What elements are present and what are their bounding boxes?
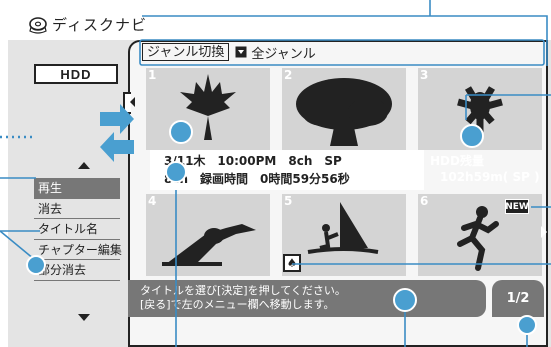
menu-scroll-down-arrow[interactable] <box>78 314 90 321</box>
thumbnail-number: 3 <box>420 68 429 82</box>
title-thumbnail[interactable]: 3 <box>418 68 542 150</box>
title-thumbnail[interactable]: 1 <box>146 68 270 150</box>
status-message: タイトルを選び[決定]を押してください。 [戻る]で左のメニュー欄へ移動します。 <box>128 280 486 317</box>
grid-right-arrow-icon[interactable] <box>541 226 547 238</box>
status-line-1: タイトルを選び[決定]を押してください。 <box>140 284 346 297</box>
grid-left-arrow-icon[interactable] <box>130 97 135 107</box>
tree-image <box>296 78 392 146</box>
menu-item-title-name[interactable]: タイトル名 <box>34 219 120 240</box>
source-hdd-badge: HDD <box>34 64 118 84</box>
windsurfer-image <box>307 202 379 254</box>
selected-title-duration: 8ch 録画時間 0時間59分56秒 <box>164 172 350 186</box>
hdd-remaining: HDD残量 102h59m( SP ) <box>426 150 544 190</box>
genre-switch-button[interactable]: ジャンル切換 <box>142 43 230 61</box>
hdd-remaining-label: HDD残量 <box>430 154 484 168</box>
new-badge: NEW <box>505 199 529 214</box>
thumbnail-number: 2 <box>284 68 293 82</box>
protect-spade-icon: ♠ <box>283 254 301 272</box>
operation-menu: 再生 消去 タイトル名 チャプター編集 部分消去 <box>34 178 122 281</box>
thumbnail-number: 1 <box>148 68 157 82</box>
app-title-text: ディスクナビ <box>52 16 147 34</box>
menu-scroll-up-arrow[interactable] <box>78 162 90 169</box>
title-thumbnail[interactable]: 4 <box>146 194 270 276</box>
menu-item-chapter-edit[interactable]: チャプター編集 <box>34 240 122 260</box>
maple-leaf-image <box>169 74 236 144</box>
menu-item-partial-delete[interactable]: 部分消去 <box>34 260 120 281</box>
genre-toolbar: ジャンル切換 全ジャンル <box>142 42 316 62</box>
title-thumbnail[interactable]: 5 <box>282 194 406 276</box>
runner-image <box>457 206 499 271</box>
status-line-2: [戻る]で左のメニュー欄へ移動します。 <box>140 298 335 311</box>
selected-title-datetime: 3/11木 10:00PM 8ch SP <box>164 154 342 168</box>
title-thumbnail[interactable]: 2 <box>282 68 406 150</box>
hdd-remaining-value: 102h59m( SP ) <box>440 170 540 184</box>
menu-item-play[interactable]: 再生 <box>34 178 120 199</box>
thumbnail-number: 6 <box>420 194 429 208</box>
thumbnail-number: 5 <box>284 194 293 208</box>
lily-flower-image <box>457 86 503 148</box>
genre-icon <box>235 46 247 58</box>
genre-value: 全ジャンル <box>251 46 316 62</box>
selected-title-info: 3/11木 10:00PM 8ch SP 8ch 録画時間 0時間59分56秒 <box>150 150 424 190</box>
page-indicator: 1/2 <box>492 280 544 317</box>
app-title: ディスクナビ <box>28 14 147 35</box>
toucan-bird-image <box>162 224 256 266</box>
menu-item-delete[interactable]: 消去 <box>34 199 120 219</box>
disc-icon <box>29 16 47 34</box>
thumbnail-number: 4 <box>148 194 157 208</box>
